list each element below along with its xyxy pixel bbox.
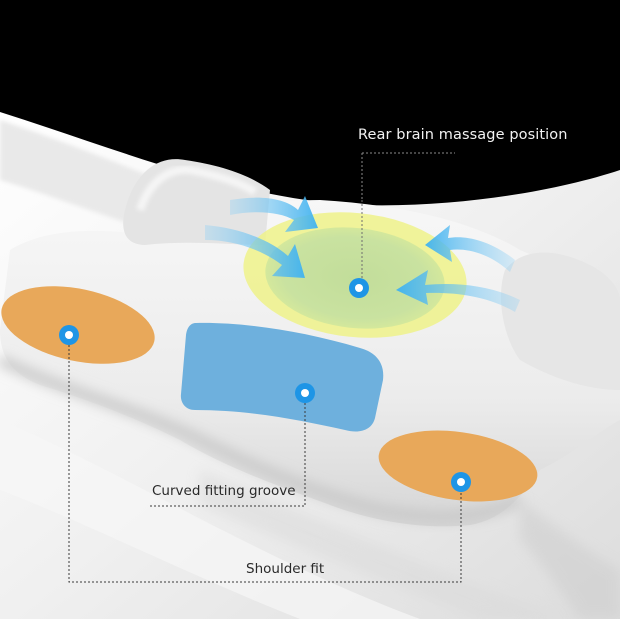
right-shoulder-marker-icon [451, 472, 471, 492]
shoulder-fit-label: Shoulder fit [246, 561, 325, 577]
left-shoulder-marker-icon [59, 325, 79, 345]
rear-brain-massage-label: Rear brain massage position [358, 127, 568, 143]
rear-brain-marker-icon [349, 278, 369, 298]
curved-fitting-groove-label: Curved fitting groove [152, 483, 296, 499]
groove-marker-icon [295, 383, 315, 403]
